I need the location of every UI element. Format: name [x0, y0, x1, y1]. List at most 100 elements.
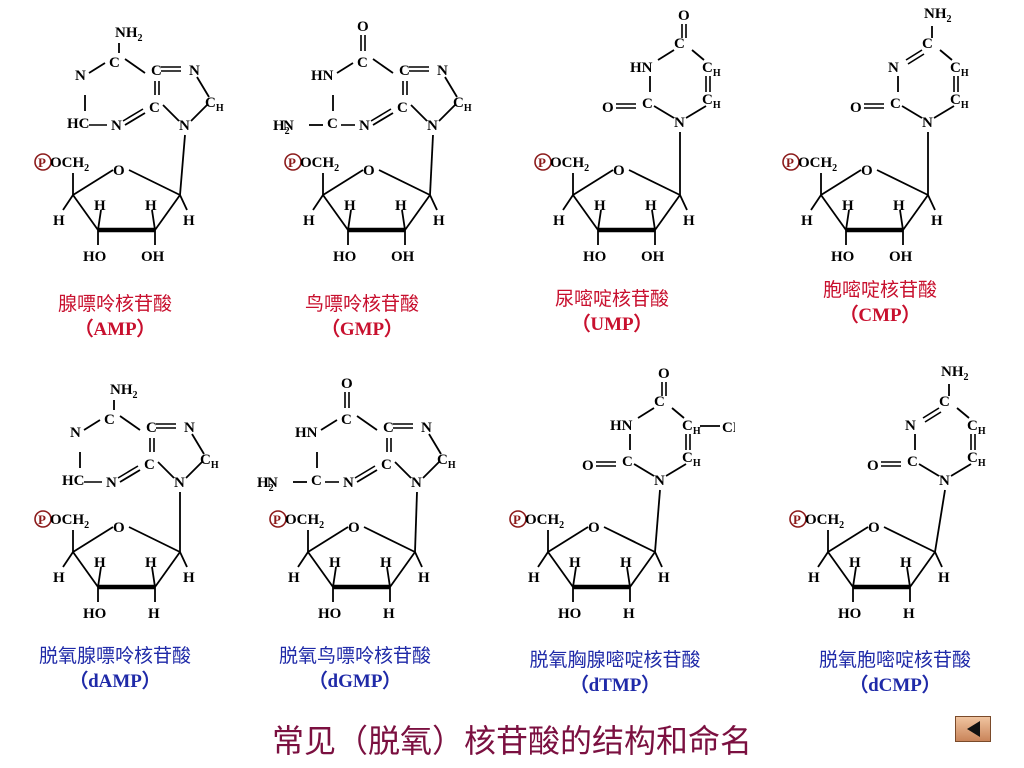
svg-text:N: N [437, 63, 448, 79]
svg-text:N: N [922, 115, 933, 131]
svg-text:H: H [395, 198, 407, 214]
svg-text:CH: CH [967, 418, 986, 437]
svg-text:HO: HO [83, 606, 106, 622]
svg-text:O: O [602, 100, 614, 116]
svg-text:P: P [288, 155, 296, 170]
svg-text:O: O [113, 163, 125, 179]
svg-text:CH: CH [453, 95, 472, 114]
svg-text:H: H [528, 570, 540, 586]
svg-text:P: P [793, 512, 801, 527]
svg-text:CH: CH [682, 418, 701, 437]
caption-abbr: （dGMP） [308, 671, 402, 692]
svg-text:P: P [273, 512, 281, 527]
svg-text:CH: CH [967, 450, 986, 469]
caption-name: 脱氧胞嘧啶核苷酸 [818, 649, 971, 671]
svg-text:H: H [303, 213, 315, 229]
svg-text:C: C [383, 420, 394, 436]
svg-text:H: H [53, 213, 65, 229]
svg-text:H: H [620, 555, 632, 571]
svg-text:H: H [148, 606, 160, 622]
svg-text:H: H [658, 570, 670, 586]
svg-text:H: H [849, 555, 861, 571]
svg-text:H: H [183, 570, 195, 586]
caption-cmp: 胞嘧啶核苷酸 （CMP） [780, 278, 980, 328]
svg-text:HC: HC [62, 473, 85, 489]
svg-text:H: H [900, 555, 912, 571]
caption-gmp: 鸟嘌呤核苷酸 （GMP） [262, 292, 462, 342]
svg-text:HO: HO [583, 249, 606, 265]
svg-text:OH: OH [889, 249, 913, 265]
svg-text:H: H [183, 213, 195, 229]
svg-text:H: H [801, 213, 813, 229]
svg-text:H: H [938, 570, 950, 586]
svg-text:CH: CH [437, 452, 456, 471]
svg-text:C: C [642, 96, 653, 112]
caption-name: 胞嘧啶核苷酸 [822, 279, 937, 301]
svg-text:CH: CH [702, 92, 721, 111]
svg-text:N: N [111, 118, 122, 134]
svg-text:N: N [267, 475, 278, 491]
svg-text:HN: HN [610, 418, 633, 434]
svg-text:C: C [907, 454, 918, 470]
svg-text:C: C [311, 473, 322, 489]
back-button[interactable] [955, 716, 991, 742]
svg-text:N: N [421, 420, 432, 436]
svg-text:CH: CH [200, 452, 219, 471]
caption-name: 尿嘧啶核苷酸 [554, 288, 669, 310]
svg-text:C: C [622, 454, 633, 470]
svg-text:N: N [654, 473, 665, 489]
svg-text:CH: CH [702, 60, 721, 79]
svg-text:N: N [75, 68, 86, 84]
svg-text:O: O [348, 520, 360, 536]
svg-text:N: N [411, 475, 422, 491]
svg-text:HO: HO [83, 249, 106, 265]
structure-dtmp: POCH2OHHHHHOHNCHCHCOHNCOCH3 [495, 362, 735, 652]
svg-text:H: H [683, 213, 695, 229]
caption-name: 脱氧胸腺嘧啶核苷酸 [529, 649, 701, 671]
svg-text:HN: HN [630, 60, 653, 76]
svg-text:C: C [654, 394, 665, 410]
svg-text:HO: HO [558, 606, 581, 622]
svg-text:N: N [905, 418, 916, 434]
svg-text:C: C [151, 63, 162, 79]
svg-text:H: H [903, 606, 915, 622]
svg-text:O: O [341, 376, 353, 392]
caption-dcmp: 脱氧胞嘧啶核苷酸 （dCMP） [775, 648, 1015, 698]
svg-text:N: N [427, 118, 438, 134]
svg-text:H: H [94, 198, 106, 214]
caption-dgmp: 脱氧鸟嘌呤核苷酸 （dGMP） [245, 644, 465, 694]
svg-text:NH2: NH2 [110, 382, 138, 401]
svg-text:OCH2: OCH2 [300, 155, 339, 174]
svg-text:HN: HN [311, 68, 334, 84]
svg-text:P: P [38, 155, 46, 170]
svg-text:OCH2: OCH2 [525, 512, 564, 531]
svg-text:C: C [144, 457, 155, 473]
svg-text:O: O [658, 366, 670, 382]
svg-text:N: N [179, 118, 190, 134]
caption-name: 脱氧鸟嘌呤核苷酸 [278, 645, 431, 667]
svg-text:O: O [588, 520, 600, 536]
svg-text:H: H [329, 555, 341, 571]
svg-text:C: C [104, 412, 115, 428]
svg-text:O: O [613, 163, 625, 179]
svg-text:P: P [513, 512, 521, 527]
svg-text:N: N [184, 420, 195, 436]
back-arrow-icon [966, 721, 980, 737]
slide-title: 常见（脱氧）核苷酸的结构和命名 [271, 722, 752, 760]
svg-text:H: H [288, 570, 300, 586]
svg-text:H: H [808, 570, 820, 586]
svg-text:N: N [674, 115, 685, 131]
svg-text:P: P [38, 512, 46, 527]
svg-text:HO: HO [333, 249, 356, 265]
svg-text:O: O [867, 458, 879, 474]
svg-text:O: O [861, 163, 873, 179]
svg-text:OH: OH [391, 249, 415, 265]
svg-text:H: H [645, 198, 657, 214]
svg-text:O: O [850, 100, 862, 116]
caption-amp: 腺嘌呤核苷酸 （AMP） [15, 292, 215, 342]
svg-text:NH2: NH2 [924, 6, 952, 25]
svg-text:C: C [357, 55, 368, 71]
svg-text:CH3: CH3 [722, 420, 735, 439]
